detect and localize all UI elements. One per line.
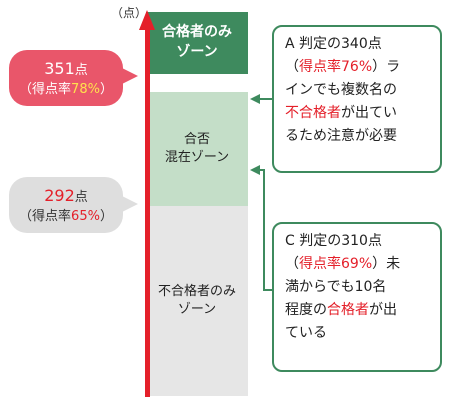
note-c-judgment: C 判定の310点 （得点率69%）未 満からでも10名 程度の合格者が出 てい… [272,222,442,372]
fail-only-zone: 不合格者のみ ゾーン [146,206,248,396]
lower-rate-suffix: ） [99,208,113,224]
pass-only-zone-label: 合格者のみ ゾーン [162,24,232,60]
pass-only-zone: 合格者のみ ゾーン [146,12,248,74]
note-c-line-4-pre: 程度の [285,302,327,319]
upper-threshold-unit: 点 [74,63,88,78]
note-a-rate-highlight: 得点率76% [299,59,373,76]
score-axis-arrow-shaft [145,28,150,397]
note-c-connector [250,165,272,291]
note-c-line-2: （得点率69%）未 [285,253,431,276]
note-a-paren-open: （ [285,59,299,76]
upper-threshold-callout: 351点 （得点率78%） [9,50,123,106]
upper-rate-suffix: ） [99,81,113,97]
note-c-line-4-rest: が出 [369,302,397,319]
note-a-line-1: A 判定の340点 [285,36,382,52]
lower-rate-prefix: （得点率 [19,208,72,224]
fail-only-zone-label: 不合格者のみ ゾーン [157,283,236,317]
lower-threshold-rate: 65% [71,208,100,224]
lower-callout-pointer [122,196,138,212]
note-a-line-5: るため注意が必要 [285,128,397,145]
note-c-line-1: C 判定の310点 [285,233,382,249]
upper-rate-prefix: （得点率 [19,81,72,97]
note-c-paren-close: ）未 [372,256,401,273]
upper-callout-pointer [122,68,138,84]
note-a-judgment: A 判定の340点 （得点率76%）ラ インでも複数名の 不合格者が出てい るた… [272,25,442,173]
note-c-pass-highlight: 合格者 [327,302,369,319]
axis-unit-label: （点） [111,6,148,20]
upper-threshold-score: 351 [44,59,75,78]
lower-threshold-score: 292 [44,186,75,205]
lower-threshold-unit: 点 [74,190,88,205]
note-c-line-5: ている [285,325,327,342]
lower-threshold-callout: 292点 （得点率65%） [9,177,123,233]
note-a-line-4: 不合格者が出てい [285,102,431,125]
score-axis-arrow-head [139,10,155,30]
note-a-line-2: （得点率76%）ラ [285,56,431,79]
upper-threshold-rate: 78% [71,81,100,97]
note-c-line-3: 満からでも10名 [285,279,387,296]
note-a-line-3: インでも複数名の [285,82,397,99]
note-c-line-4: 程度の合格者が出 [285,299,431,322]
mixed-zone-label: 合否 混在ゾーン [164,131,230,165]
note-c-paren-open: （ [285,256,299,273]
note-c-rate-highlight: 得点率69% [299,256,373,273]
note-a-paren-close: ）ラ [372,59,401,76]
mixed-zone: 合否 混在ゾーン [146,92,248,206]
note-a-fail-highlight: 不合格者 [285,105,341,122]
note-a-line-4-rest: が出てい [341,105,397,122]
